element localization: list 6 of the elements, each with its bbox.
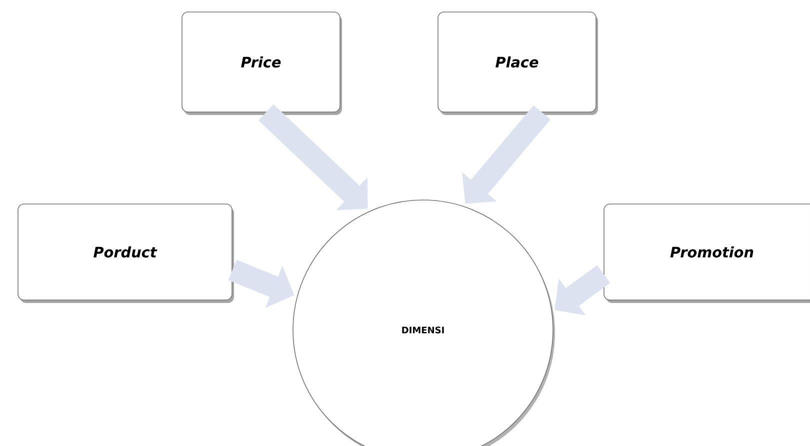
text-box: Place [438,12,598,115]
block-arrow [554,265,610,316]
text-box: Promotion [604,204,810,303]
circle-node: DIMENSI [292,200,555,446]
text-box: Price [182,12,342,115]
text-box: Porduct [18,204,234,303]
